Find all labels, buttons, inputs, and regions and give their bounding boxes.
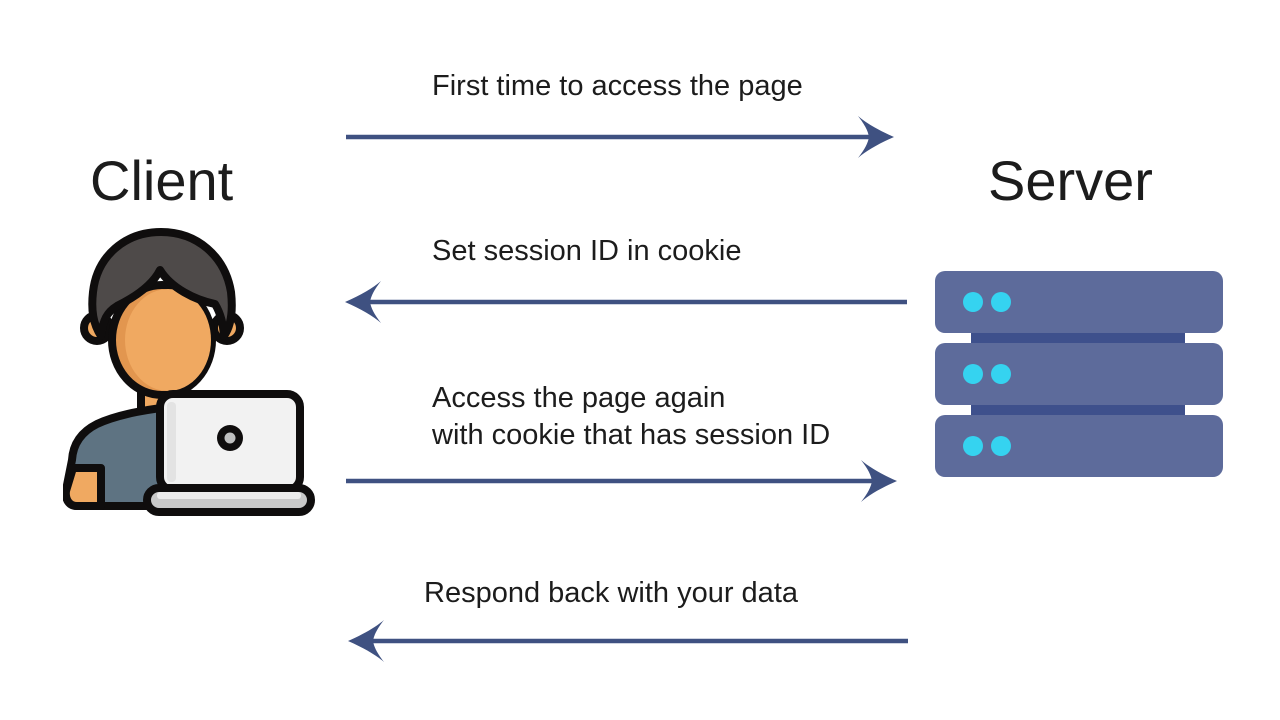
arrow-right-icon bbox=[346, 116, 894, 158]
arrow-left-icon bbox=[348, 620, 908, 662]
server-rack-unit bbox=[935, 271, 1223, 333]
message-label-4: Respond back with your data bbox=[424, 577, 798, 609]
message-label-2: Set session ID in cookie bbox=[432, 235, 742, 267]
laptop-base-highlight bbox=[157, 492, 301, 499]
message-label-1: First time to access the page bbox=[432, 70, 803, 102]
message-label-3: Access the page again with cookie that h… bbox=[432, 382, 831, 451]
server-led-light bbox=[963, 292, 983, 312]
server-led-light bbox=[991, 292, 1011, 312]
server-led-light bbox=[991, 364, 1011, 384]
server-led-light bbox=[991, 436, 1011, 456]
server-led-light bbox=[963, 364, 983, 384]
person-hair bbox=[88, 228, 236, 340]
server-rack-icon bbox=[935, 271, 1223, 477]
client-person-laptop-icon bbox=[63, 228, 315, 516]
person-face-highlight bbox=[125, 289, 211, 391]
server-rack-unit bbox=[935, 343, 1223, 405]
person-arm bbox=[63, 464, 105, 510]
client-label: Client bbox=[90, 149, 234, 212]
arrow-right-icon bbox=[346, 460, 897, 502]
laptop-lid-shade bbox=[167, 402, 176, 482]
laptop-base bbox=[143, 484, 315, 516]
arrow-left-icon bbox=[345, 281, 907, 323]
laptop-logo-center bbox=[224, 432, 236, 444]
server-rack-unit bbox=[935, 415, 1223, 477]
server-led-light bbox=[963, 436, 983, 456]
server-label: Server bbox=[988, 149, 1153, 212]
